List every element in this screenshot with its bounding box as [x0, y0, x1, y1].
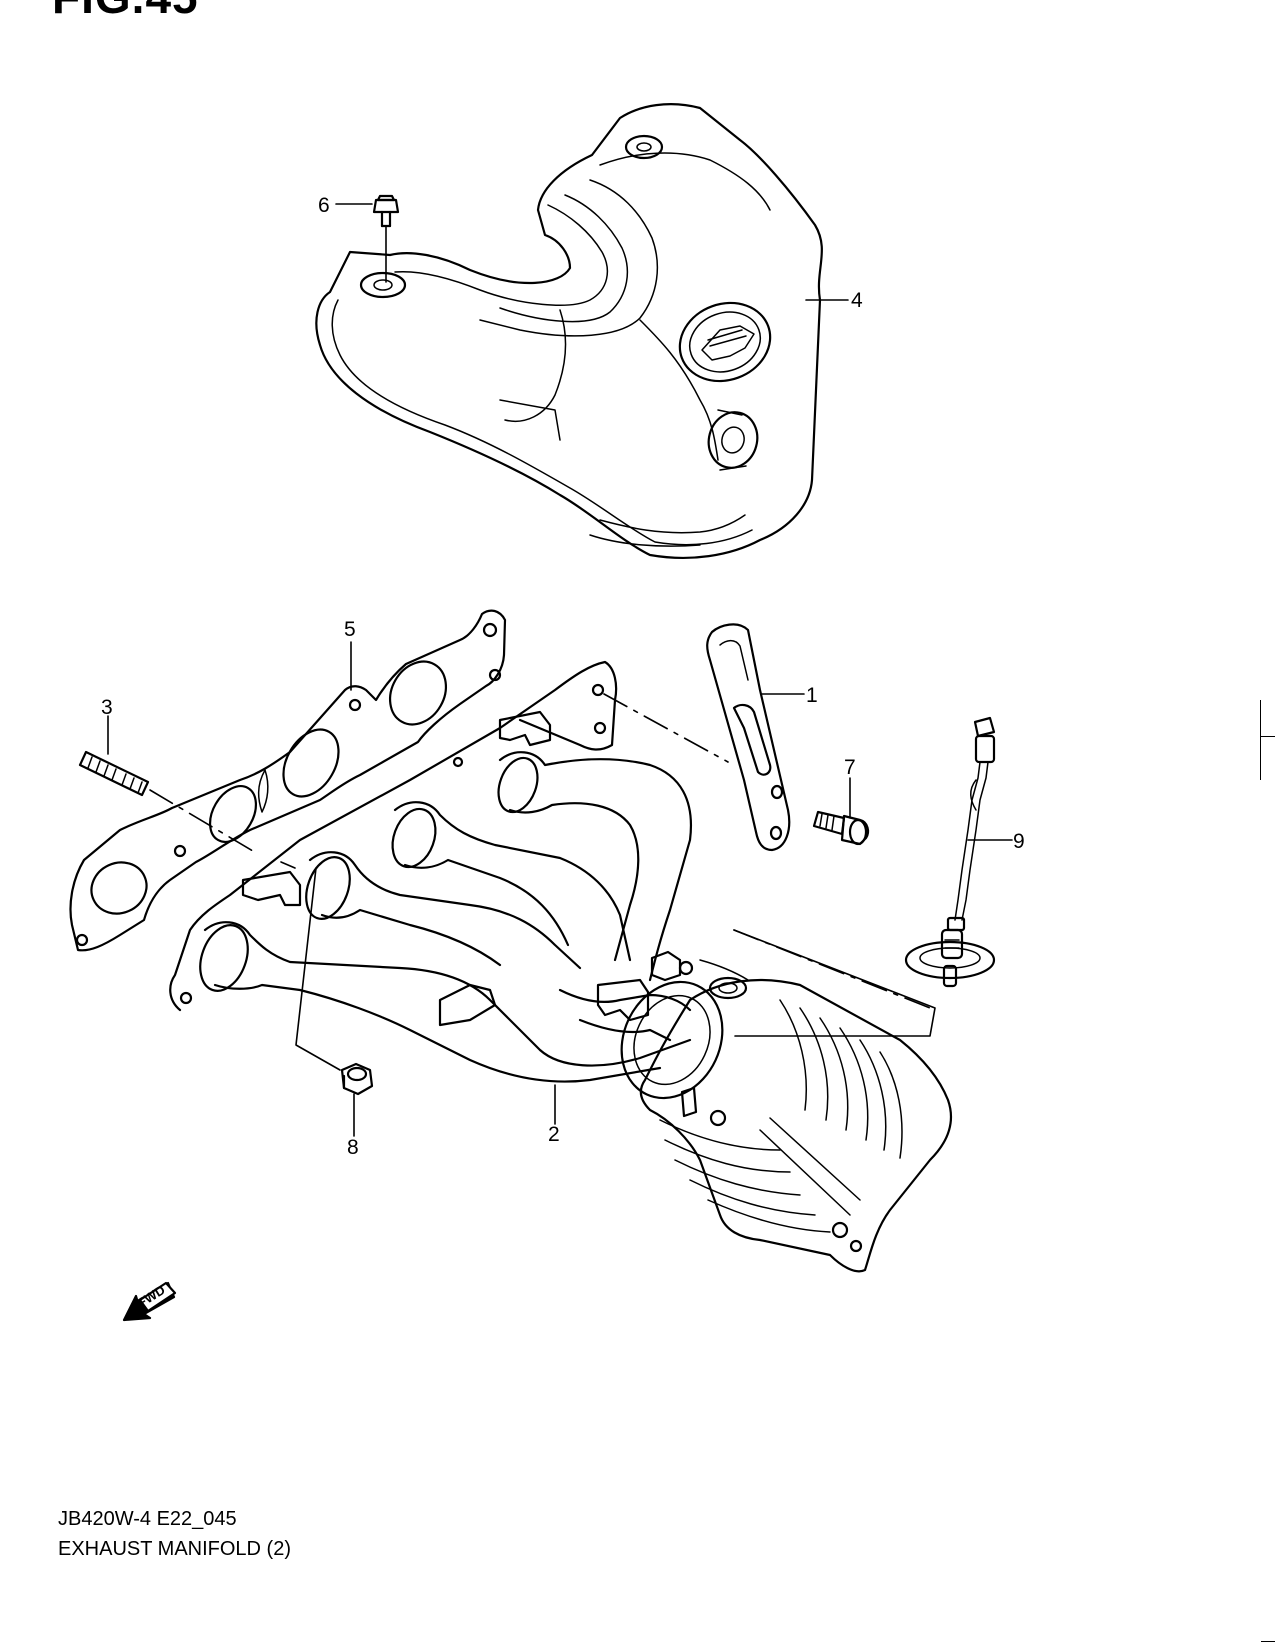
callout-9: 9 [1013, 830, 1025, 853]
callout-8: 8 [347, 1136, 359, 1159]
callout-3: 3 [101, 696, 113, 719]
callout-2: 2 [548, 1123, 560, 1146]
bolt-part-7[interactable] [812, 810, 870, 846]
nut-part-8[interactable] [340, 1062, 374, 1096]
callout-5: 5 [344, 618, 356, 641]
figure-title: FIG.45 [52, 0, 199, 24]
gasket-part-5[interactable] [69, 609, 507, 952]
heat-shield-part-4[interactable] [315, 103, 823, 559]
bracket-part-1[interactable] [706, 623, 791, 852]
edge-tick-vertical [1260, 700, 1261, 780]
figure-code: JB420W-4 E22_045 [58, 1508, 237, 1530]
oxygen-sensor-part-9[interactable] [904, 716, 996, 988]
edge-tick-bottom [1261, 1641, 1275, 1642]
callout-6: 6 [318, 194, 330, 217]
bolt-part-6[interactable] [372, 194, 400, 228]
edge-tick [1261, 736, 1275, 737]
callout-7: 7 [844, 756, 856, 779]
stud-part-3[interactable] [78, 750, 150, 797]
figure-name: EXHAUST MANIFOLD (2) [58, 1538, 291, 1560]
callout-4: 4 [851, 289, 863, 312]
fwd-arrow-icon: FWD [122, 1281, 177, 1322]
callout-1: 1 [806, 684, 818, 707]
exhaust-manifold-part-2[interactable] [169, 660, 952, 1273]
leader-lines [107, 203, 1013, 1137]
